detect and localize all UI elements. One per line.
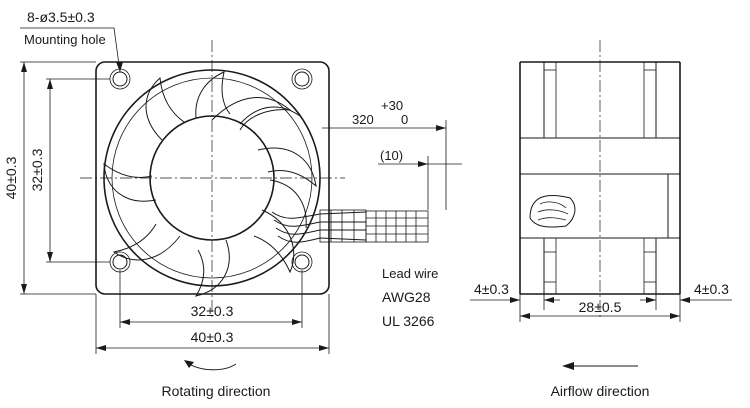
lead-wire-title-text: Lead wire	[382, 266, 438, 281]
width-dimensions	[95, 270, 330, 354]
lead-wire-standard-text: UL 3266	[382, 313, 435, 329]
side-view-dimensions	[470, 294, 732, 322]
fan-blades	[103, 71, 317, 297]
left-flange-text: 4±0.3	[474, 281, 509, 297]
stripped-wire-ends	[365, 210, 429, 243]
strip-length-text: (10)	[380, 148, 403, 163]
hole-label-text: Mounting hole	[24, 32, 106, 47]
hole-callout-text: 8-ø3.5±0.3	[27, 9, 95, 25]
pitch-width-text: 32±0.3	[191, 303, 234, 319]
pitch-height-text: 32±0.3	[29, 148, 45, 191]
right-flange-text: 4±0.3	[694, 281, 729, 297]
rotation-label-text: Rotating direction	[162, 383, 271, 399]
cable-grommet	[529, 195, 576, 228]
outer-height-text: 40±0.3	[3, 156, 19, 199]
rotation-arrow	[184, 360, 237, 371]
lead-wire-dimensions	[322, 120, 462, 210]
height-dimensions	[20, 61, 110, 295]
outer-width-text: 40±0.3	[191, 329, 234, 345]
front-view	[20, 27, 429, 371]
lead-wire-gauge-text: AWG28	[382, 289, 431, 305]
hole-callout-leader	[20, 27, 123, 73]
side-view	[519, 40, 681, 318]
lead-wire-cable	[271, 209, 367, 243]
airflow-label-text: Airflow direction	[551, 383, 650, 399]
tolerance-plus-text: +30	[381, 98, 403, 113]
lead-length-text: 320	[352, 112, 374, 127]
depth-text: 28±0.5	[579, 299, 622, 315]
tolerance-minus-text: 0	[401, 112, 408, 127]
airflow-arrow	[562, 362, 638, 370]
